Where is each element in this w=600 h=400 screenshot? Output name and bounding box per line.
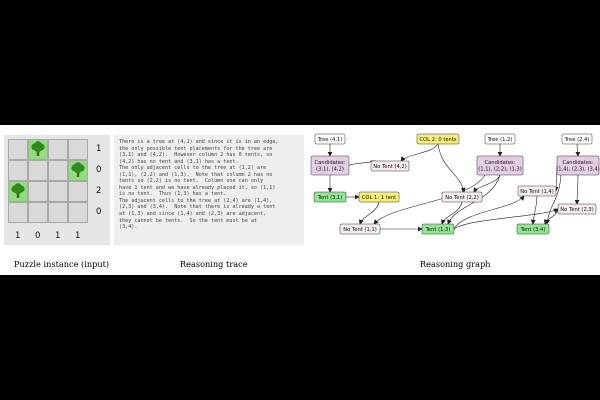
graph-edge [440,201,463,225]
row-tent-count: 0 [96,165,102,175]
graph-edge [437,143,466,193]
graph-edge [574,174,580,205]
graph-node-label: Tree (1,2) [487,137,513,143]
graph-node-tree12: Tree (1,2) [484,133,516,145]
trace-line: (2,3) and (3,4). Note that there is alre… [119,204,276,211]
graph-node-cand2: Candidates:(1,1), (2,2), (1,3) [476,155,524,176]
graph-node-label: (1,1), (2,2), (1,3) [478,167,522,173]
graph-edge [530,195,538,225]
caption-graph: Reasoning graph [420,259,491,269]
graph-edge [400,143,439,162]
graph-node-tent34: Tent (3,4) [516,223,550,235]
trace-line: have 1 tent and we have already placed i… [119,184,276,191]
trace-line: There is a tree at (4,1) and since it is… [119,139,279,145]
graph-edge [453,195,525,230]
graph-node-label: No Tent (1,1) [343,227,376,233]
graph-node-label: No Tent (2,2) [445,195,478,201]
trace-line: is no tent. Thus (1,3) has a tent. [119,191,227,198]
tree-icon [71,162,85,177]
column-tent-count: 1 [55,231,61,241]
column-tent-count: 1 [15,231,21,241]
caption-puzzle: Puzzle instance (input) [14,259,110,269]
graph-edge [453,208,559,230]
graph-edge [373,174,486,225]
graph-node-tent13: Tent (1,3) [421,223,455,235]
trace-line: (3,4). [119,224,138,231]
graph-node-label: No Tent (4,2) [373,164,406,170]
graph-node-cand3: Candidates:(1,4), (2,3), (3,4) [556,155,600,176]
grid-cell [68,139,88,160]
grid-cell [48,202,68,223]
row-tent-count: 0 [96,207,102,217]
graph-nodes: Tree (4,1) COL 2: 0 tents Tree (1,2) Tree (… [310,133,600,235]
row-tent-count: 1 [96,144,102,154]
graph-node-tent31: Tent (3,1) [313,191,347,203]
trace-line: (3,1) and (4,2). However column 2 has 0 … [119,152,273,159]
grid-cell [48,181,68,202]
reasoning-trace-panel: There is a tree at (4,1) and since it is… [114,135,304,245]
grid-cell [68,181,88,202]
trace-line: tents so (2,2) is no tent. Column one ca… [119,178,264,185]
grid-cell [48,160,68,181]
graph-edge [358,201,380,225]
column-tent-count: 0 [35,231,41,241]
grid-cell [28,181,48,202]
graph-node-tree41: Tree (4,1) [314,133,346,145]
trace-line: (1,1), (2,2) and (1,3). Note that column… [119,171,273,178]
tree-icon [31,141,45,156]
trace-line: (4,2) has no tent and (3,1) has a tent. [119,158,239,165]
tree-icon [11,183,25,198]
graph-edge [575,143,581,157]
graph-edge [473,174,501,193]
graph-node-notent11: No Tent (1,1) [339,223,381,235]
graph-node-label: No Tent (2,3) [560,207,593,213]
grid-cell [8,160,28,181]
graph-node-label: (1,4), (2,3), (3,4) [556,167,600,173]
graph-node-label: Candidates: [563,160,594,166]
column-tent-count: 1 [75,231,81,241]
grid-cell-tree [28,139,48,160]
grid-cell-tree [68,160,88,181]
trace-line: the only possible tent placements for th… [119,145,273,152]
graph-node-label: Tent (3,1) [317,195,343,201]
trace-line: they cannot be tents. So the tent must b… [119,217,258,224]
caption-trace: Reasoning trace [180,259,248,269]
graph-node-col2: COL 2: 0 tents [416,133,460,145]
row-tent-count: 2 [96,186,102,196]
graph-node-notent42: No Tent (4,2) [370,160,410,172]
graph-node-notent14: No Tent (1,4) [517,185,557,197]
grid-cell-tree [8,181,28,202]
trace-line: at (1,3) and since (1,4) and (2,3) are a… [119,211,267,218]
graph-node-label: Tree (2,4) [564,137,590,143]
graph-node-label: COL 1: 1 tent [362,195,396,201]
grid-cell [28,202,48,223]
graph-node-label: Candidates: [485,160,516,166]
graph-edge [544,174,562,225]
graph-node-col1: COL 1: 1 tent [358,191,400,203]
graph-node-notent22: No Tent (2,2) [441,191,483,203]
graph-node-label: No Tent (1,4) [520,189,553,195]
graph-node-label: (3,1), (4,2) [316,167,344,173]
trace-line: The adjacent cells to the tree at (2,4) … [119,197,273,204]
grid-cell [68,202,88,223]
graph-edge [447,174,501,225]
graph-node-cand1: Candidates:(3,1), (4,2) [310,155,350,176]
graph-node-label: Tent (3,4) [520,227,546,233]
graph-node-label: Candidates: [315,160,346,166]
grid-cell [8,139,28,160]
grid-cell [48,139,68,160]
grid-cell [8,202,28,223]
puzzle-panel: 1 0 2 0 1 0 1 1 [4,135,110,245]
graph-node-notent23: No Tent (2,3) [557,203,597,215]
graph-node-label: COL 2: 0 tents [419,137,456,143]
graph-node-label: Tree (4,1) [317,137,343,143]
graph-node-label: Tent (1,3) [425,227,451,233]
reasoning-graph: Tree (4,1) COL 2: 0 tents Tree (1,2) Tree (… [310,133,600,235]
figure-canvas: 1 0 2 0 1 0 1 1 There is a tree at (4,1) and si… [0,125,600,275]
graph-node-tree24: Tree (2,4) [561,133,593,145]
trace-line: The only adjacent cells to the tree at (… [119,165,267,172]
grid-cell [28,160,48,181]
